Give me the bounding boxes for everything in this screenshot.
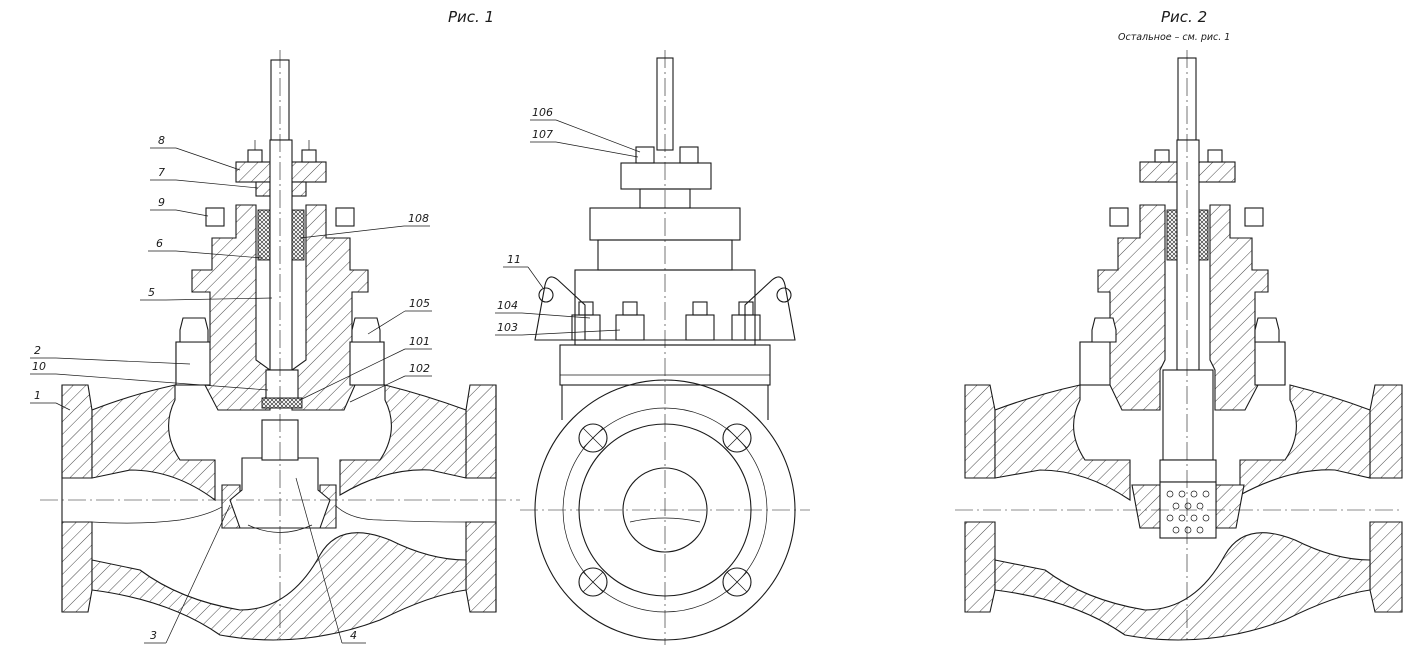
lug-part-9: [205, 207, 225, 227]
callout-8: 8: [158, 134, 165, 147]
callout-101: 101: [409, 335, 430, 348]
callout-3: 3: [150, 629, 157, 642]
fig1-callouts: 8 7 9 6 5 2 10 1 108 105 101 102: [30, 134, 432, 644]
valve-body-part-1: [61, 384, 497, 641]
callout-108: 108: [408, 212, 429, 225]
callout-11: 11: [507, 253, 521, 266]
callout-106: 106: [532, 106, 553, 119]
figure-1-title: Рис. 1: [448, 8, 494, 26]
bonnet-part-2: [175, 204, 385, 411]
packing-part-108: [257, 209, 271, 261]
figure-1-section-view: Рис. 1: [30, 8, 520, 644]
figure-2-section-view: Рис. 2 Остальное – см. рис. 1: [955, 8, 1403, 641]
callout-104: 104: [497, 299, 518, 312]
callout-1: 1: [34, 389, 41, 402]
figure-1-side-view: 106 107 11 104 103: [495, 50, 810, 645]
callout-6: 6: [156, 237, 163, 250]
packing-part-108-right: [291, 209, 305, 261]
cage-holes: [1166, 490, 1210, 534]
callout-2: 2: [34, 344, 41, 357]
stem-part-5: [261, 59, 303, 409]
callout-107: 107: [532, 128, 553, 141]
callout-102: 102: [409, 362, 430, 375]
callout-4: 4: [350, 629, 357, 642]
side-view-callouts: 106 107 11 104 103: [495, 106, 641, 336]
callout-103: 103: [497, 321, 518, 334]
callout-5: 5: [148, 286, 155, 299]
side-view-nuts: [571, 301, 761, 341]
flange-bolt-holes: [578, 423, 752, 597]
callout-9: 9: [158, 196, 165, 209]
callout-7: 7: [158, 166, 165, 179]
bonnet-nuts-105: [179, 317, 381, 343]
lug-part-9-right: [335, 207, 355, 227]
figure-2-title: Рис. 2: [1161, 8, 1207, 26]
seat-and-plug: [221, 419, 337, 533]
callout-10: 10: [32, 360, 46, 373]
callout-105: 105: [409, 297, 430, 310]
figure-2-subtitle: Остальное – см. рис. 1: [1118, 32, 1230, 43]
